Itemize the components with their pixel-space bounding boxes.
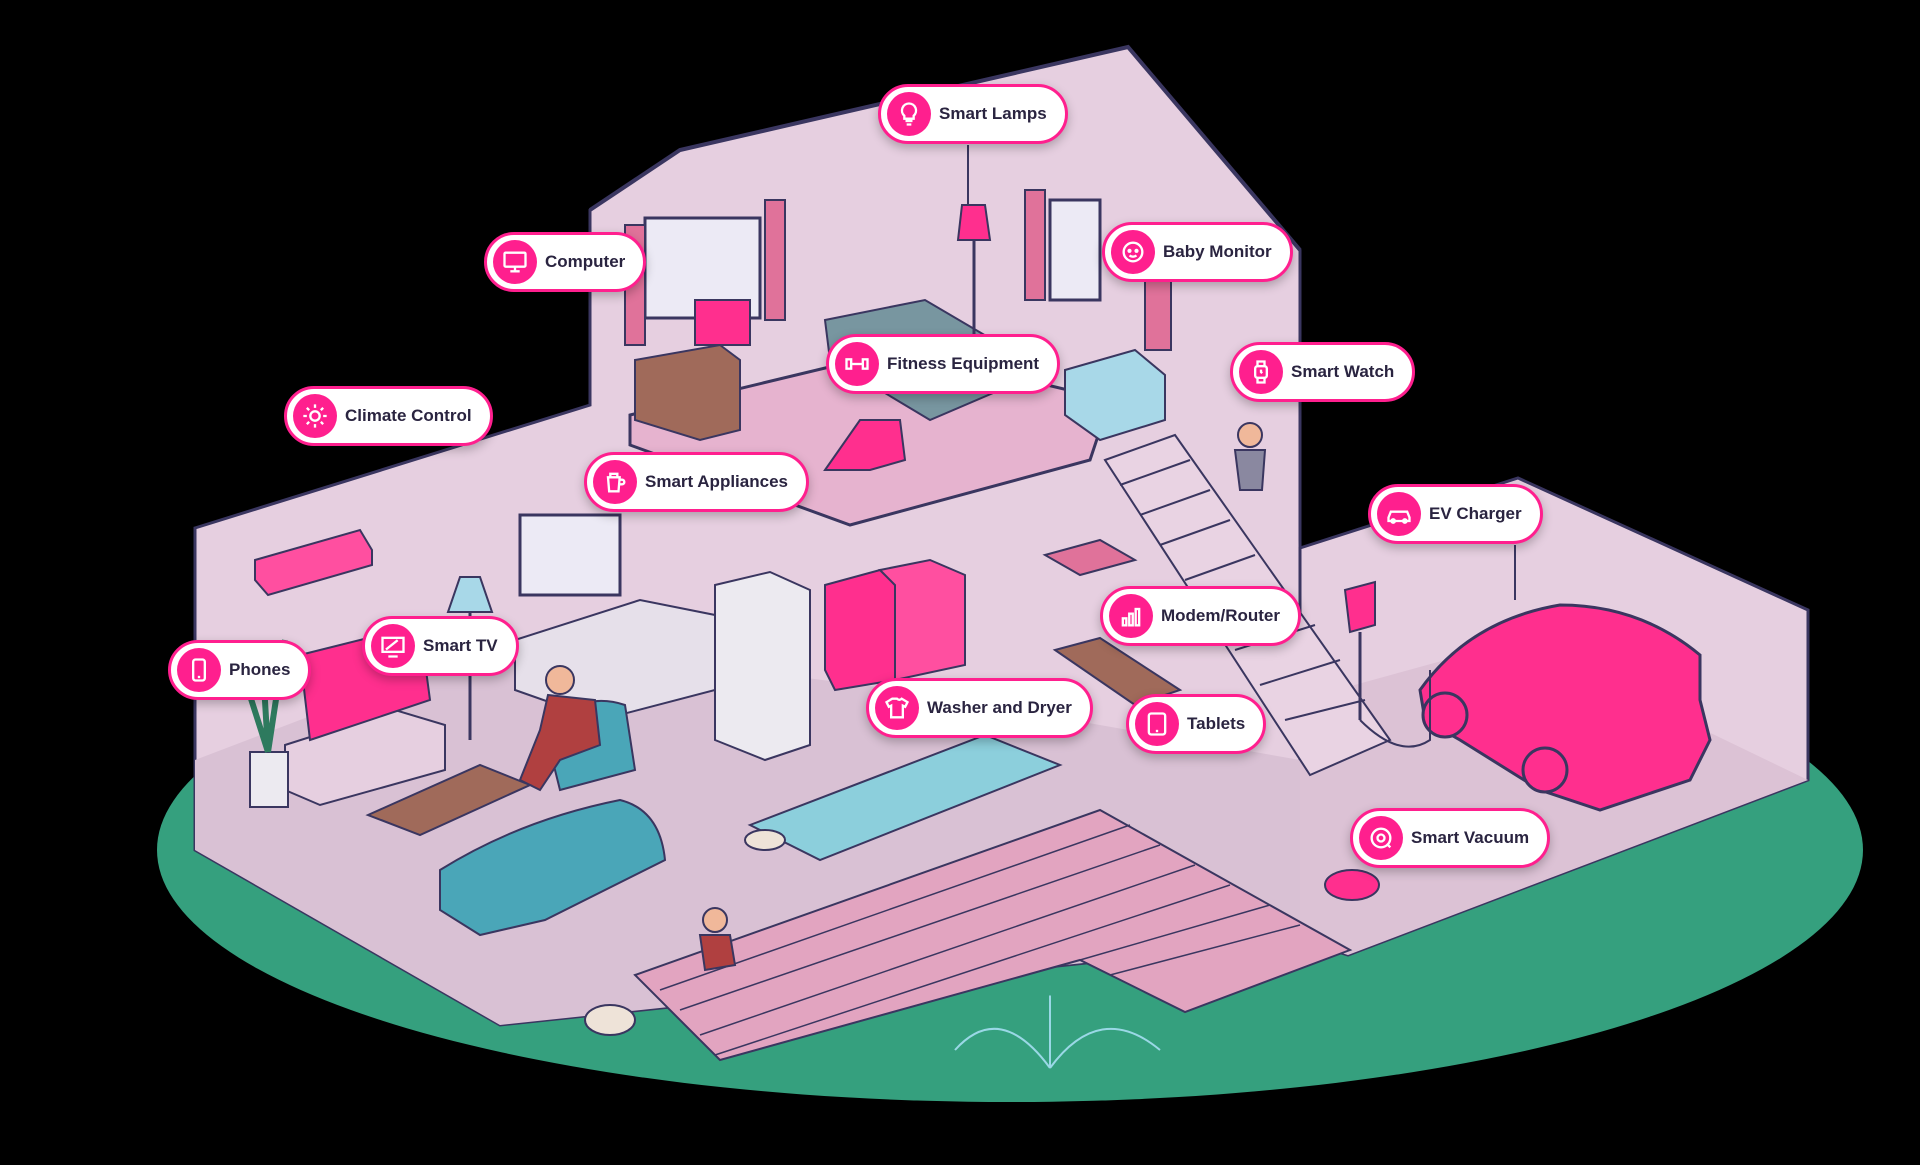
- label-climate-control[interactable]: Climate Control: [284, 386, 493, 446]
- label-computer[interactable]: Computer: [484, 232, 647, 292]
- label-smart-lamps[interactable]: Smart Lamps: [878, 84, 1068, 144]
- label-tablets[interactable]: Tablets: [1126, 694, 1267, 754]
- tablet-icon: [1135, 702, 1179, 746]
- child: [702, 907, 728, 933]
- label-washer-and-dryer[interactable]: Washer and Dryer: [866, 678, 1093, 738]
- kettle-icon: [593, 460, 637, 504]
- sprinkler: [954, 995, 1161, 1069]
- coffee-table: [365, 763, 533, 837]
- label-text: Smart Appliances: [645, 472, 788, 491]
- label-text: Tablets: [1187, 714, 1246, 733]
- person-sitting: [545, 665, 575, 695]
- label-text: Phones: [229, 660, 291, 679]
- dryer: [877, 558, 966, 682]
- floor-lamp-living: [446, 576, 494, 613]
- car-icon: [1377, 492, 1421, 536]
- cat: [744, 829, 786, 851]
- floor-lamp: [956, 204, 992, 241]
- dog: [584, 1004, 636, 1036]
- label-baby-monitor[interactable]: Baby Monitor: [1102, 222, 1293, 282]
- phone-icon: [177, 648, 221, 692]
- dumbbell-icon: [835, 342, 879, 386]
- crib: [1064, 348, 1166, 442]
- car: [1418, 603, 1712, 812]
- car-wheel: [1421, 691, 1469, 739]
- label-text: Fitness Equipment: [887, 354, 1040, 373]
- car-wheel: [1521, 746, 1569, 794]
- signal-bars-icon: [1109, 594, 1153, 638]
- bench: [1052, 636, 1183, 707]
- label-text: Computer: [545, 252, 626, 271]
- label-smart-appliances[interactable]: Smart Appliances: [584, 452, 809, 512]
- robot-vacuum: [1324, 869, 1380, 901]
- tv-icon: [371, 624, 415, 668]
- sun-icon: [293, 394, 337, 438]
- exercise-bike: [823, 419, 907, 471]
- router-shelf: [1042, 538, 1138, 577]
- vacuum-icon: [1359, 816, 1403, 860]
- label-text: Smart Vacuum: [1411, 828, 1530, 847]
- label-modem-router[interactable]: Modem/Router: [1100, 586, 1301, 646]
- label-text: Smart TV: [423, 636, 498, 655]
- label-text: Baby Monitor: [1163, 242, 1272, 261]
- monitor: [694, 299, 751, 346]
- rug: [747, 733, 1063, 862]
- label-smart-vacuum[interactable]: Smart Vacuum: [1350, 808, 1551, 868]
- person-stairs: [1237, 422, 1263, 448]
- baby-face-icon: [1111, 230, 1155, 274]
- label-text: Washer and Dryer: [927, 698, 1072, 717]
- label-smart-tv[interactable]: Smart TV: [362, 616, 519, 676]
- light-bulb-icon: [887, 92, 931, 136]
- sofa: [439, 798, 667, 937]
- label-text: Smart Watch: [1291, 362, 1395, 381]
- window: [518, 513, 622, 597]
- window: [1048, 198, 1102, 302]
- monitor-icon: [493, 240, 537, 284]
- label-ev-charger[interactable]: EV Charger: [1368, 484, 1543, 544]
- shirt-icon: [875, 686, 919, 730]
- air-conditioner: [254, 528, 373, 597]
- plant-pot: [249, 751, 289, 808]
- ev-charger-unit: [1343, 580, 1376, 634]
- desk: [634, 343, 741, 442]
- watch-icon: [1239, 350, 1283, 394]
- washer: [824, 568, 896, 692]
- label-text: Smart Lamps: [939, 104, 1047, 123]
- label-text: EV Charger: [1429, 504, 1522, 523]
- label-text: Climate Control: [345, 406, 472, 425]
- label-phones[interactable]: Phones: [168, 640, 312, 700]
- label-text: Modem/Router: [1161, 606, 1280, 625]
- fridge: [714, 570, 811, 762]
- label-fitness-equipment[interactable]: Fitness Equipment: [826, 334, 1061, 394]
- label-smart-watch[interactable]: Smart Watch: [1230, 342, 1416, 402]
